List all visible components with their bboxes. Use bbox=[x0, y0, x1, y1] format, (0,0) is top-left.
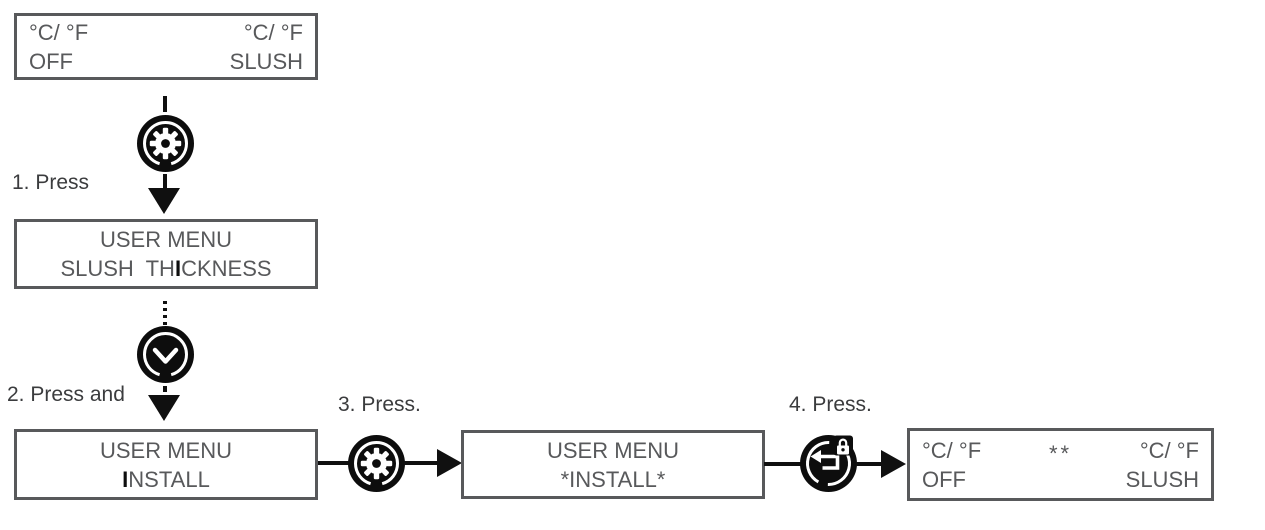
step4-label: 4. Press. bbox=[789, 393, 872, 416]
status-slush: SLUSH bbox=[229, 48, 303, 74]
status-off: OFF bbox=[922, 466, 966, 492]
display-install-selected-line1: USER MENU bbox=[546, 437, 679, 463]
menu-install-post: NSTALL bbox=[128, 466, 210, 492]
display-menu-install: USER MENU INSTALL bbox=[14, 429, 318, 500]
connector-dash-1 bbox=[163, 96, 167, 112]
display-final-row2: OFF SLUSH bbox=[910, 465, 1211, 494]
connector-line-b1 bbox=[764, 462, 802, 466]
step3-label: 3. Press. bbox=[338, 393, 421, 416]
display-menu-slush: USER MENU SLUSH THICKNESS bbox=[14, 219, 318, 289]
lock-icon bbox=[833, 435, 853, 456]
arrow-right-1-head bbox=[437, 449, 462, 477]
status-slush: SLUSH bbox=[1125, 466, 1199, 492]
temp-unit-right: °C/ °F bbox=[1139, 437, 1199, 463]
connector-line-a2 bbox=[404, 461, 439, 465]
chevron-down-icon bbox=[137, 326, 194, 383]
display-initial: °C/ °F °C/ °F OFF SLUSH bbox=[14, 13, 318, 80]
display-final: °C/ °F ** °C/ °F OFF SLUSH bbox=[907, 428, 1214, 501]
cursor-char: I bbox=[174, 256, 182, 281]
menu-slush-pre: SLUSH TH bbox=[60, 256, 175, 281]
step1-line1: 1. Press bbox=[12, 171, 90, 194]
display-menu-install-line2: INSTALL bbox=[17, 465, 315, 494]
display-initial-row1: °C/ °F °C/ °F bbox=[17, 18, 315, 47]
cursor-char: I bbox=[122, 466, 129, 492]
connector-line-b2 bbox=[856, 462, 883, 466]
step2-line1: 2. Press and bbox=[7, 383, 125, 406]
gear-icon bbox=[348, 435, 405, 492]
temp-unit-left: °C/ °F bbox=[922, 437, 982, 463]
status-off: OFF bbox=[29, 48, 73, 74]
display-menu-slush-line2: SLUSH THICKNESS bbox=[17, 254, 315, 283]
display-menu-install-line1: USER MENU bbox=[99, 437, 232, 463]
arrow-down-1-stem bbox=[163, 174, 167, 188]
connector-dash-2 bbox=[163, 386, 167, 392]
menu-slush-post: CKNESS bbox=[181, 256, 272, 281]
connector-dots-1 bbox=[163, 301, 167, 328]
display-final-row1: °C/ °F ** °C/ °F bbox=[910, 436, 1211, 466]
down-button bbox=[137, 326, 194, 383]
display-initial-row2: OFF SLUSH bbox=[17, 47, 315, 76]
connector-line-a1 bbox=[318, 461, 350, 465]
arrow-down-2-head bbox=[148, 395, 180, 421]
gear-icon bbox=[137, 115, 194, 172]
display-menu-install-selected: USER MENU *INSTALL* bbox=[461, 430, 765, 499]
return-arrow-icon bbox=[800, 435, 857, 492]
menu-gear-button-2 bbox=[348, 435, 405, 492]
display-menu-slush-line1: USER MENU bbox=[99, 227, 232, 252]
menu-gear-button-1 bbox=[137, 115, 194, 172]
asterisks-indicator: ** bbox=[1048, 440, 1073, 466]
back-lock-button bbox=[800, 435, 857, 492]
temp-unit-left: °C/ °F bbox=[29, 19, 89, 45]
arrow-down-1-head bbox=[148, 188, 180, 214]
temp-unit-right: °C/ °F bbox=[243, 19, 303, 45]
display-install-selected-line2: *INSTALL* bbox=[560, 466, 666, 492]
arrow-right-2-head bbox=[881, 450, 906, 478]
